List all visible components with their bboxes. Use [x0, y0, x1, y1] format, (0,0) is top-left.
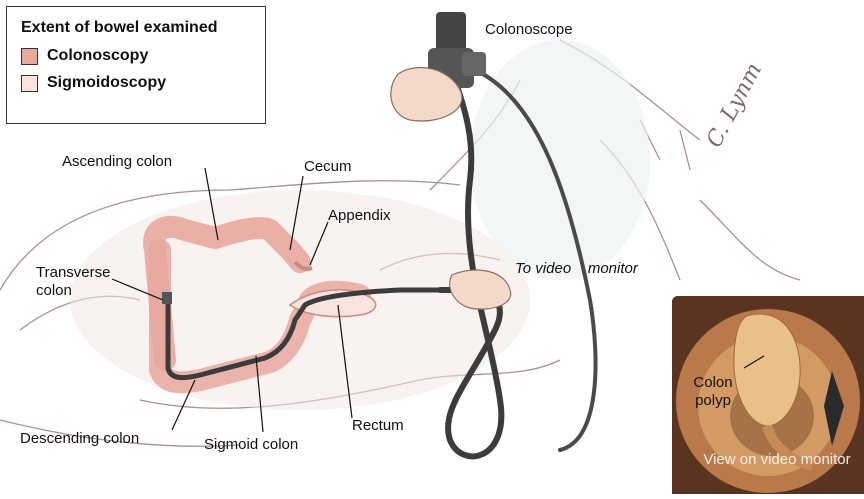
- label-sigmoid-colon: Sigmoid colon: [204, 436, 298, 454]
- video-monitor-inset: Colon polyp View on video monitor: [672, 296, 864, 494]
- scope-control: [462, 52, 486, 76]
- label-to-video-monitor: To video monitor: [515, 260, 638, 278]
- legend-swatch-colonoscopy: [21, 48, 38, 65]
- scope-eyepiece: [436, 12, 466, 52]
- label-descending-colon: Descending colon: [20, 430, 139, 448]
- legend-item-colonoscopy: Colonoscopy: [21, 47, 251, 65]
- scope-tip: [162, 292, 172, 304]
- label-colon-polyp: Colon polyp: [688, 374, 738, 410]
- label-appendix: Appendix: [328, 207, 391, 225]
- label-colonoscope: Colonoscope: [485, 21, 573, 39]
- legend-swatch-sigmoidoscopy: [21, 75, 38, 92]
- legend-label-colonoscopy: Colonoscopy: [47, 47, 148, 65]
- legend-item-sigmoidoscopy: Sigmoidoscopy: [21, 74, 251, 92]
- legend-label-sigmoidoscopy: Sigmoidoscopy: [47, 74, 166, 92]
- label-ascending-colon: Ascending colon: [62, 153, 172, 171]
- coat-shading: [470, 40, 650, 280]
- inset-caption: View on video monitor: [702, 451, 852, 469]
- label-rectum: Rectum: [352, 417, 404, 435]
- legend-title: Extent of bowel examined: [21, 19, 251, 37]
- label-transverse-colon: Transverse colon: [36, 264, 126, 300]
- label-cecum: Cecum: [304, 158, 352, 176]
- legend-box: Extent of bowel examined Colonoscopy Sig…: [6, 6, 266, 124]
